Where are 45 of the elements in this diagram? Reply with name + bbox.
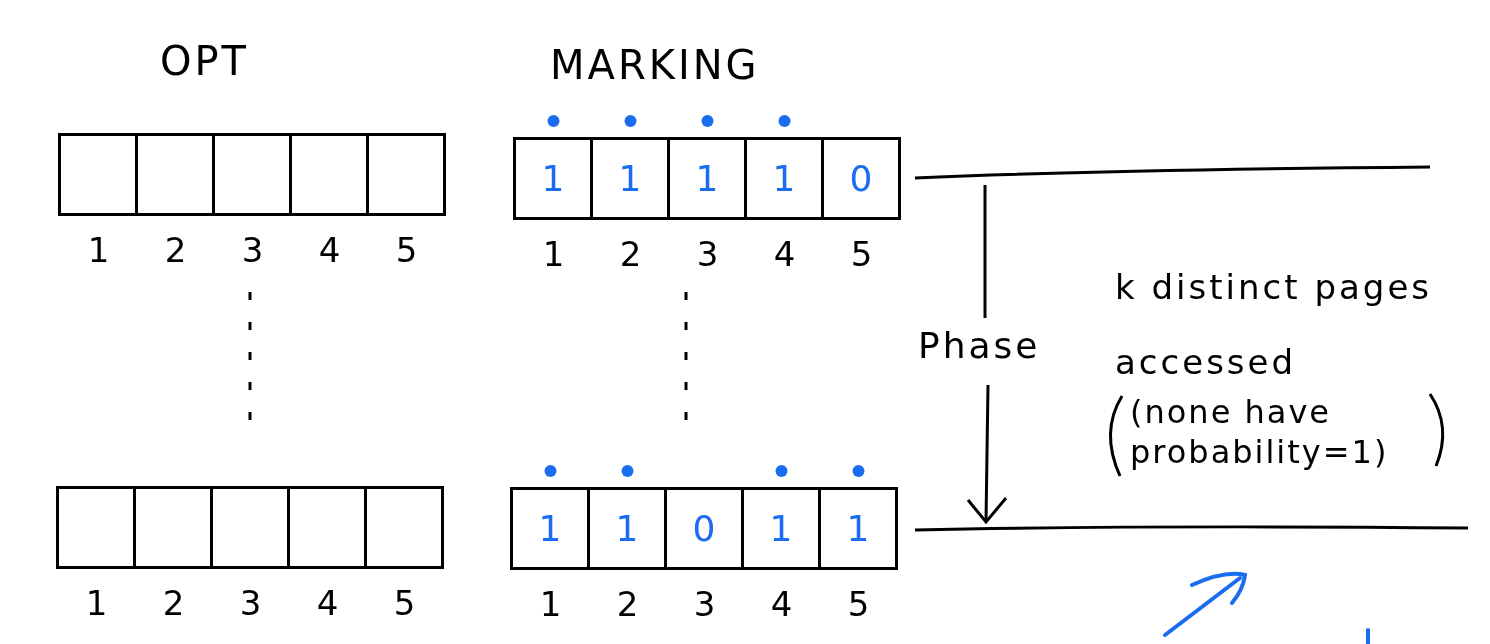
empty-cell <box>366 133 446 216</box>
cell-index: 5 <box>847 584 870 624</box>
phase-label: Phase <box>918 325 1041 366</box>
bit-cell: 1 <box>818 487 898 570</box>
cell-index: 2 <box>162 583 185 623</box>
cell-index: 1 <box>539 584 562 624</box>
empty-cell <box>56 486 136 569</box>
bit-cell: 1 <box>590 137 670 220</box>
array-title: MARKING <box>550 42 760 88</box>
empty-cell <box>289 133 369 216</box>
note-text: k distinct pages accessed <box>1115 266 1434 384</box>
cell-index: 4 <box>316 583 339 623</box>
empty-cell <box>133 486 213 569</box>
bit-cell: 1 <box>587 487 667 570</box>
empty-cell <box>58 133 138 216</box>
cell-index: 5 <box>850 234 873 274</box>
empty-cell <box>364 486 444 569</box>
bit-cell: 1 <box>513 137 593 220</box>
cell-index: 3 <box>239 583 262 623</box>
empty-cell <box>210 486 290 569</box>
cell-index: 5 <box>393 583 416 623</box>
bit-cell: 1 <box>744 137 824 220</box>
bit-cell: 1 <box>667 137 747 220</box>
cell-index: 2 <box>619 234 642 274</box>
cell-index: 4 <box>318 230 341 270</box>
bit-cell: 1 <box>510 487 590 570</box>
cell-index: 2 <box>616 584 639 624</box>
empty-cell <box>287 486 367 569</box>
array-title: OPT <box>160 38 250 84</box>
cell-index: 3 <box>696 234 719 274</box>
cell-index: 1 <box>87 230 110 270</box>
bit-cell: 0 <box>664 487 744 570</box>
cell-index: 5 <box>395 230 418 270</box>
bit-cell: 1 <box>741 487 821 570</box>
cell-index: 2 <box>164 230 187 270</box>
note-text: (none have probability=1) <box>1130 392 1390 472</box>
bit-cell: 0 <box>821 137 901 220</box>
cell-index: 1 <box>542 234 565 274</box>
cell-index: 4 <box>770 584 793 624</box>
cell-index: 4 <box>773 234 796 274</box>
cell-index: 3 <box>241 230 264 270</box>
cell-index: 3 <box>693 584 716 624</box>
empty-cell <box>135 133 215 216</box>
cell-index: 1 <box>85 583 108 623</box>
empty-cell <box>212 133 292 216</box>
